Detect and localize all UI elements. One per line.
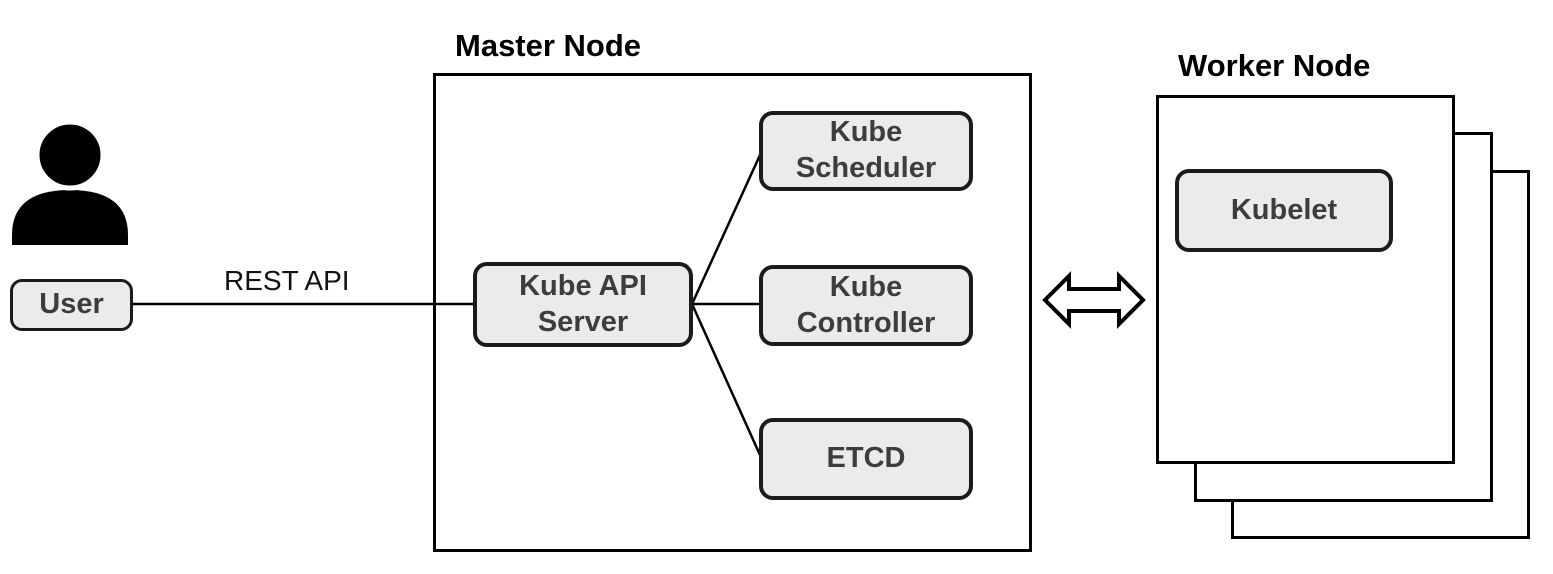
kube-controller-box: Kube Controller: [759, 265, 973, 346]
kube-api-server-label-line2: Server: [537, 305, 629, 338]
kube-api-server-box: Kube API Server: [473, 262, 693, 347]
kube-scheduler-box: Kube Scheduler: [759, 111, 973, 191]
kube-controller-label-line1: Kube: [829, 270, 903, 303]
worker-node-frame: [1156, 95, 1455, 464]
kubelet-box: Kubelet: [1175, 169, 1393, 252]
rest-api-label: REST API: [224, 265, 350, 296]
etcd-box: ETCD: [759, 418, 973, 500]
kube-scheduler-label-line2: Scheduler: [795, 152, 937, 184]
master-node-title: Master Node: [455, 28, 642, 63]
kube-api-server-label-line1: Kube API: [519, 269, 647, 302]
master-node-frame: [433, 73, 1032, 552]
worker-node-title: Worker Node: [1178, 48, 1371, 83]
person-icon: [12, 119, 128, 245]
kube-controller-label-line2: Controller: [796, 306, 936, 339]
double-arrow-icon: [1042, 271, 1146, 329]
kubelet-label: Kubelet: [1230, 193, 1338, 226]
user-box: User: [10, 279, 133, 331]
kube-scheduler-label-line1: Kube: [829, 116, 903, 149]
user-box-label: User: [39, 288, 104, 321]
etcd-label: ETCD: [826, 442, 906, 475]
